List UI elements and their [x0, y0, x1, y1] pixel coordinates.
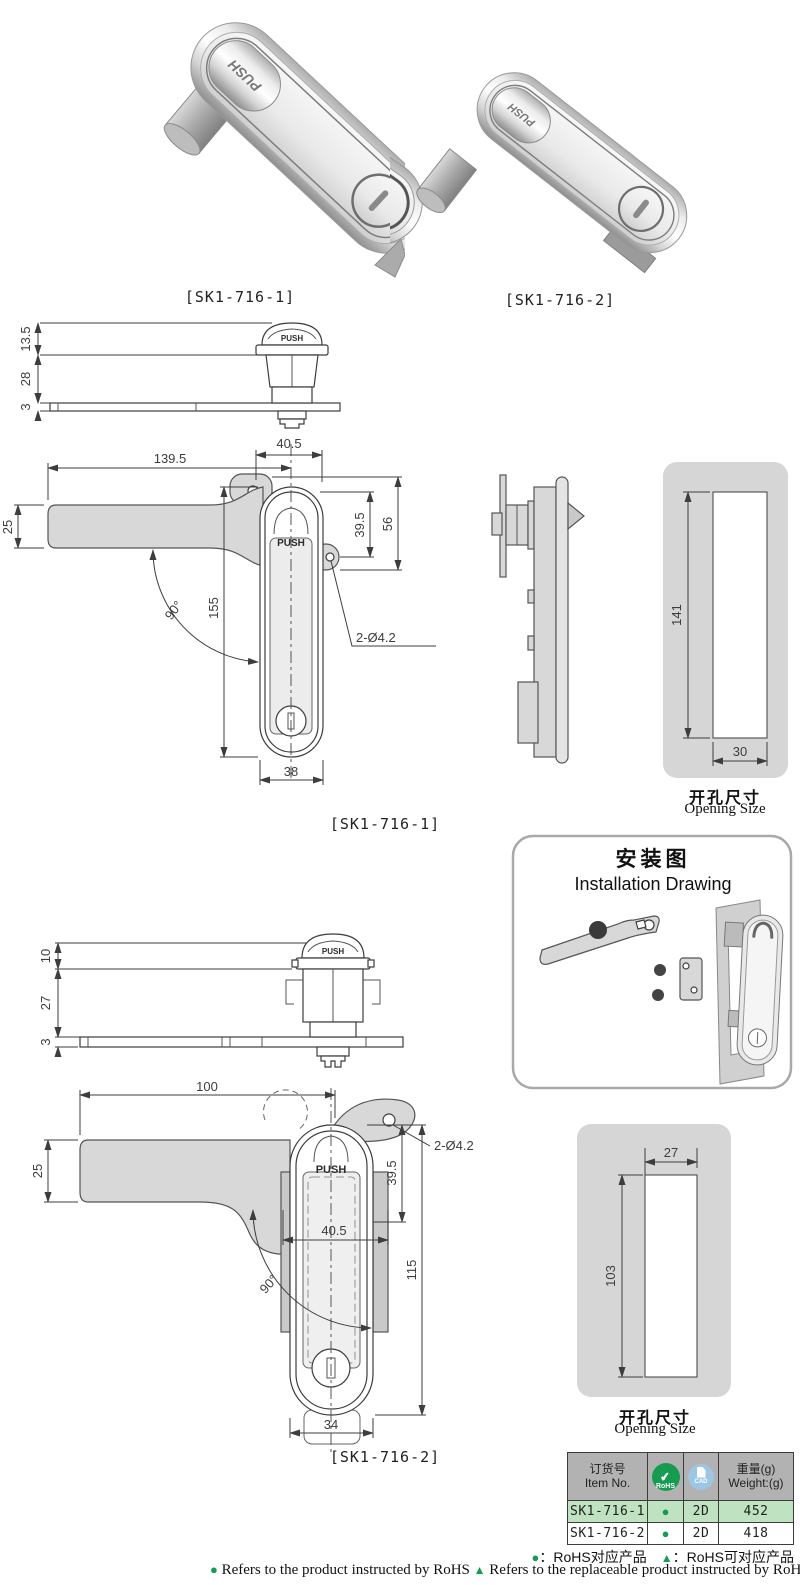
weight-value: 452 [718, 1500, 794, 1523]
handle-bar-open [79, 1139, 291, 1255]
back-plate-left [280, 1171, 291, 1333]
col-weight: 重量(g)Weight:(g) [718, 1452, 794, 1501]
rohs-legend-en: ● Refers to the product instructed by Ro… [210, 1562, 800, 1578]
key-slot [633, 199, 649, 219]
side-view-sk1-716-2: 10 27 3 PUSH [38, 933, 404, 1068]
dim-13-5: 13.5 [18, 326, 33, 351]
dim-38: 38 [284, 764, 298, 779]
install-title-cn: 安装图 [616, 847, 691, 871]
latch-body: PUSH [476, 72, 688, 274]
dim-155: 155 [206, 597, 221, 619]
dim-103: 103 [603, 1265, 618, 1287]
front-view-sk1-716-2: PUSH 100 25 2-Ø4.2 39.5 40.5 115 90° 34 [30, 1080, 474, 1452]
install-screw [654, 964, 666, 976]
weight-value: 418 [718, 1522, 794, 1545]
install-title-en: Installation Drawing [574, 874, 731, 894]
dim-3: 3 [18, 403, 33, 410]
cutout [644, 1174, 698, 1378]
push-text: PUSH [281, 334, 303, 343]
col-cad: CAD [683, 1452, 719, 1501]
item-no: SK1-716-1 [567, 1500, 648, 1523]
green-dot-icon: ● [531, 1550, 540, 1565]
installation-drawing: 安装图 Installation Drawing [511, 834, 793, 1090]
dim-27: 27 [38, 996, 53, 1010]
table-row[interactable]: SK1-716-1 ● 2D 452 [567, 1500, 794, 1523]
latch-cam [374, 238, 405, 278]
col-rohs: ✔RoHS [647, 1452, 684, 1501]
dim-holes: 2-Ø4.2 [356, 630, 396, 645]
push-text: PUSH [322, 947, 344, 956]
dim-139-5: 139.5 [154, 451, 187, 466]
install-latch [723, 914, 784, 1066]
photo-label-1: [SK1-716-1] [184, 288, 296, 306]
dim-10: 10 [38, 949, 53, 963]
item-no: SK1-716-2 [567, 1522, 648, 1545]
push-button[interactable] [198, 30, 292, 123]
dim-25: 25 [0, 520, 15, 534]
partial-latch [390, 144, 423, 245]
dim-25: 25 [30, 1164, 45, 1178]
opening-size-sk1-716-2: 27 103 [577, 1124, 731, 1397]
rohs-dot: ● [647, 1522, 684, 1545]
key-slot [368, 190, 389, 211]
dim-39-5: 39.5 [384, 1160, 399, 1185]
dim-angle-90: 90° [257, 1272, 281, 1297]
dim-100: 100 [196, 1080, 218, 1094]
dim-40-5: 40.5 [321, 1223, 346, 1238]
opening-size-sk1-716-1: 141 30 [663, 462, 788, 778]
latch-body: PUSH [190, 22, 405, 254]
install-handle [539, 915, 660, 965]
cad-icon: CAD [688, 1463, 714, 1490]
cad-2d-link[interactable]: 2D [683, 1522, 719, 1545]
dim-39-5: 39.5 [352, 512, 367, 537]
install-screw [652, 989, 664, 1001]
mount-stem [416, 148, 478, 213]
front-view-sk1-716-1: PUSH 40.5 139.5 25 39.5 56 155 90° 2-Ø4.… [0, 436, 436, 785]
rohs-dot: ● [647, 1500, 684, 1523]
dim-40-5: 40.5 [276, 436, 301, 451]
cutout [712, 491, 768, 739]
dim-30: 30 [733, 744, 747, 759]
cad-2d-link[interactable]: 2D [683, 1500, 719, 1523]
push-text: PUSH [316, 1164, 347, 1176]
green-triangle-icon: ▲ [473, 1563, 486, 1577]
green-dot-icon: ● [210, 1562, 218, 1577]
drawing-label-1: [SK1-716-1] [329, 815, 441, 833]
rohs-legend-cn: ●：RoHS对应产品 ▲：RoHS可对应产品 [531, 1549, 794, 1565]
dim-27: 27 [664, 1145, 678, 1160]
opening-caption-en-2: Opening Size [614, 1421, 696, 1437]
dim-34: 34 [324, 1417, 338, 1432]
push-button[interactable] [483, 79, 559, 152]
green-triangle-icon: ▲ [660, 1551, 673, 1565]
dim-28: 28 [18, 372, 33, 386]
opening-caption-cn-2: 开孔尺寸 [618, 1410, 691, 1427]
dim-holes: 2-Ø4.2 [434, 1138, 474, 1153]
dim-115: 115 [404, 1260, 419, 1281]
product-photo-sk1-716-1: PUSH [163, 22, 405, 278]
dim-141: 141 [669, 604, 684, 626]
rohs-icon: ✔RoHS [651, 1462, 680, 1491]
handle-bar-open [47, 486, 264, 567]
opening-caption-en-1: Opening Size [684, 801, 766, 817]
side-view-sk1-716-1: 13.5 28 3 PUSH [18, 322, 341, 429]
opening-caption-cn-1: 开孔尺寸 [688, 790, 761, 807]
back-plate-right [372, 1171, 389, 1333]
table-row[interactable]: SK1-716-2 ● 2D 418 [567, 1522, 794, 1545]
side-profile-sk1-716-1 [491, 474, 585, 764]
drawing-label-2: [SK1-716-2] [329, 1448, 441, 1466]
document-icon [696, 1466, 706, 1478]
product-photo-sk1-716-2: PUSH [390, 72, 688, 274]
dim-56: 56 [380, 517, 395, 531]
dim-3: 3 [38, 1038, 53, 1045]
photo-label-2: [SK1-716-2] [504, 291, 616, 309]
